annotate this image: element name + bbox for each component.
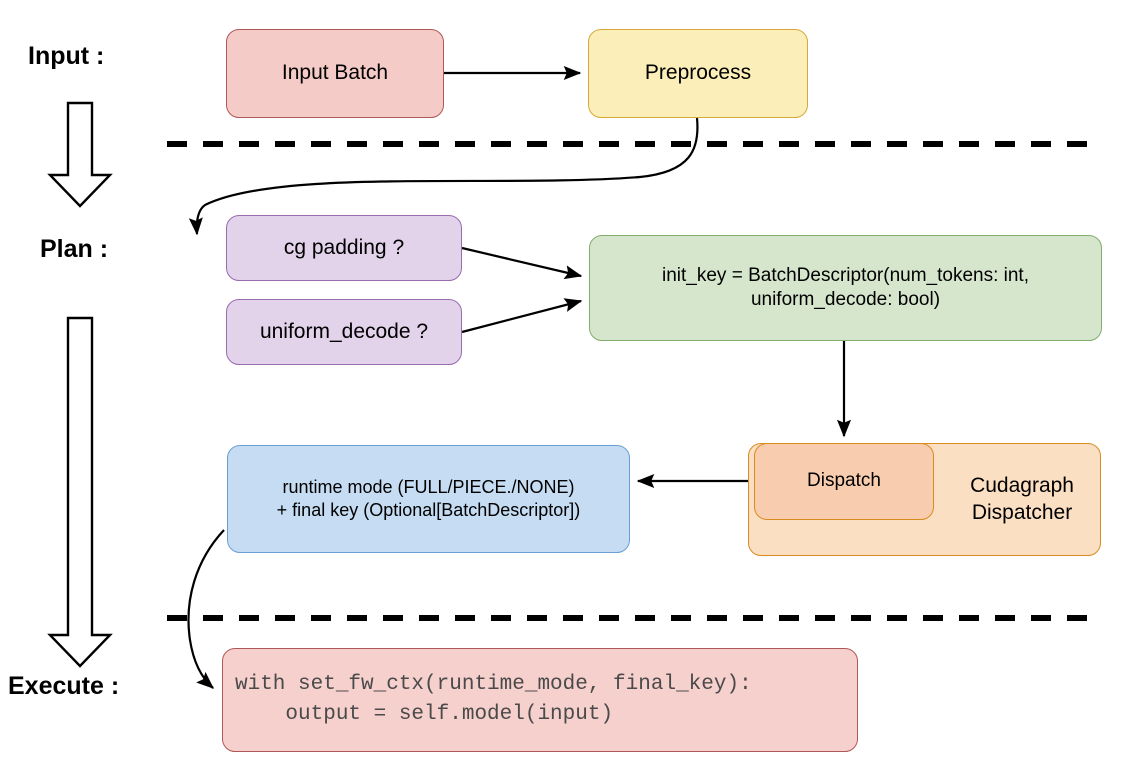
edge-runtime-mode-to-execute-code: [187, 529, 225, 689]
node-execute-code[interactable]: with set_fw_ctx(runtime_mode, final_key)…: [222, 648, 858, 752]
node-preprocess[interactable]: Preprocess: [588, 29, 808, 118]
code-line-1: with set_fw_ctx(runtime_mode, final_key)…: [235, 672, 752, 696]
input-to-plan-arrow: [47, 101, 113, 208]
node-uniform-decode[interactable]: uniform_decode ?: [226, 299, 462, 365]
plan-to-execute-arrow: [47, 316, 113, 668]
node-cg-padding[interactable]: cg padding ?: [226, 215, 462, 281]
node-runtime-mode[interactable]: runtime mode (FULL/PIECE./NONE) + final …: [227, 445, 630, 553]
node-init-key[interactable]: init_key = BatchDescriptor(num_tokens: i…: [589, 235, 1102, 341]
lane-label-execute: Execute :: [8, 672, 120, 700]
node-input-batch[interactable]: Input Batch: [226, 29, 444, 118]
edge-cg-padding-to-init-key: [461, 246, 583, 280]
lane-label-plan: Plan :: [40, 235, 109, 263]
node-dispatch[interactable]: Dispatch: [754, 443, 934, 520]
lane-label-input: Input :: [28, 42, 105, 70]
code-line-2: output = self.model(input): [235, 703, 614, 726]
edge-uniform-decode-to-init-key: [461, 298, 583, 334]
